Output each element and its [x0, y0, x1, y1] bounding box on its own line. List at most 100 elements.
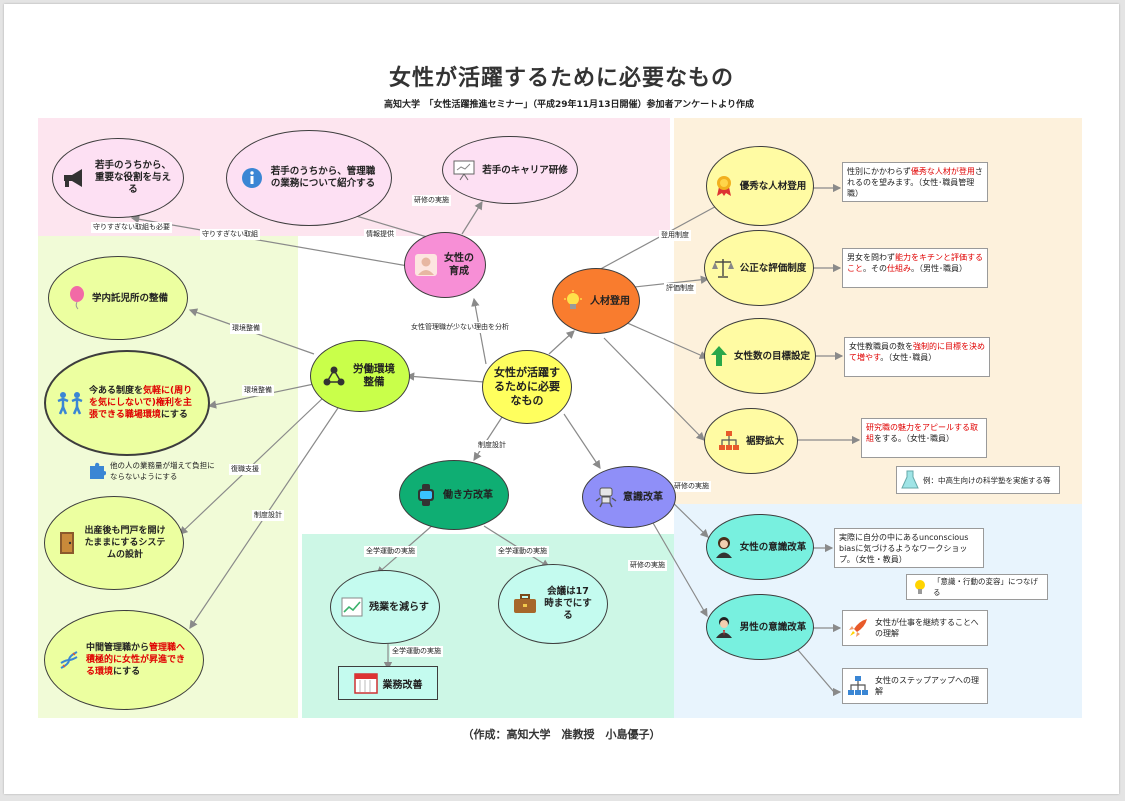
balloon-icon: [69, 286, 84, 310]
edge-label: 全学運動の実施: [390, 646, 443, 657]
edge-label: 登用制度: [659, 230, 691, 241]
woman-icon: [715, 537, 732, 558]
info-icon: [242, 168, 262, 188]
edge-label: 全学運動の実施: [496, 546, 549, 557]
dansei-comment-box-1: 女性が仕事を継続することへの理解: [842, 610, 988, 646]
man-icon: [715, 617, 732, 638]
calendar-icon: [353, 673, 378, 694]
node-hatarakikata[interactable]: 働き方改革: [399, 460, 509, 530]
kosei-comment-a: 男女を問わず: [847, 253, 895, 262]
node-kaigi[interactable]: 会議は17時までにする: [498, 564, 608, 644]
node-jinzai[interactable]: 人材登用: [552, 268, 640, 334]
page-subtitle: 高知大学 「女性活躍推進セミナー」（平成29年11月13日開催）参加者アンケート…: [383, 100, 755, 110]
line-ishiki-dansei: [648, 515, 708, 618]
node-kosei[interactable]: 公正な評価制度: [704, 230, 814, 306]
node-gyomu-label: 業務改善: [382, 679, 423, 691]
node-wakate-kanrishoku[interactable]: 若手のうちから、管理職の業務について紹介する: [226, 130, 392, 226]
kagaku-note-box: 例：中高生向けの科学塾を実施する等: [896, 466, 1060, 494]
node-kenri-label: 今ある制度を気軽に(周りを気にしないで)権利を主張できる職場環境にする: [89, 385, 197, 421]
kosei-comment-e: 。（男性･職員）: [911, 264, 967, 273]
node-kenri[interactable]: 今ある制度を気軽に(周りを気にしないで)権利を主張できる職場環境にする: [44, 350, 210, 456]
edge-label: 評価制度: [664, 283, 696, 294]
smartwatch-icon: [418, 484, 434, 506]
node-josei-ishiki[interactable]: 女性の意識改革: [706, 514, 814, 580]
kenri-text-a: 今ある制度を: [89, 386, 144, 396]
chukan-text-a: 中間管理職から: [86, 643, 150, 653]
shiya-comment-box: 研究職の魅力をアピールする取組をする。（女性･職員）: [861, 418, 987, 458]
node-shussan[interactable]: 出産後も門戸を開けたままにするシステムの設計: [44, 496, 184, 590]
edge-label: 全学運動の実施: [364, 546, 417, 557]
ishiki-kodo-note-box: 「意識・行動の変容」につなげる: [906, 574, 1048, 600]
edge-label: 環境整備: [242, 385, 274, 396]
node-wakate-yakuwari-label: 若手のうちから、重要な役割を与える: [94, 160, 171, 195]
flask-icon: [901, 470, 919, 489]
edge-label: 情報提供: [364, 229, 396, 240]
node-roudou[interactable]: 労働環境整備: [310, 340, 410, 412]
edge-label: 研修の実施: [672, 481, 711, 492]
node-shiya[interactable]: 裾野拡大: [704, 408, 798, 474]
edge-label: 研修の実施: [412, 195, 451, 206]
org-chart-icon: [848, 676, 868, 695]
node-gyomu[interactable]: 業務改善: [338, 666, 438, 700]
line-center-roudou: [405, 372, 485, 383]
edge-label: 守りすぎない取組も必要: [91, 222, 172, 233]
yushu-comment-a: 性別にかかわらず: [847, 167, 911, 176]
chart-icon: [341, 597, 363, 617]
josei-comment: 実際に自分の中にあるunconscious biasに気づけるようなワークショッ…: [839, 533, 969, 564]
node-josei-mokuhyo-label: 女性数の目標設定: [733, 350, 810, 362]
megaphone-icon: [64, 169, 82, 187]
shiya-comment-b: をする。（女性･職員）: [874, 434, 954, 443]
node-zangyo-label: 残業を減らす: [369, 601, 429, 613]
node-dansei-ishiki[interactable]: 男性の意識改革: [706, 594, 814, 660]
edge-label: 守りすぎない取組: [200, 229, 260, 240]
kosei-comment-box: 男女を問わず能力をキチンと評価すること。その仕組み。（男性･職員）: [842, 248, 988, 288]
line-ikusei-yakuwari: [130, 215, 409, 267]
dansei-comment-box-2: 女性のステップアップへの理解: [842, 668, 988, 704]
node-takujisho[interactable]: 学内託児所の整備: [48, 256, 188, 340]
node-takujisho-label: 学内託児所の整備: [91, 292, 168, 304]
node-roudou-label: 労働環境整備: [353, 363, 395, 388]
node-ishiki-label: 意識改革: [623, 491, 663, 503]
node-wakate-career-label: 若手のキャリア研修: [482, 164, 568, 176]
dna-icon: [60, 651, 78, 669]
line-dansei-box2: [797, 649, 842, 697]
node-center[interactable]: 女性が活躍するために必要なもの: [482, 350, 572, 424]
award-icon: [716, 176, 731, 196]
kagaku-note: 例：中高生向けの科学塾を実施する等: [923, 475, 1051, 485]
edge-label: 女性管理職が少ない理由を分析: [409, 322, 511, 333]
node-josei-ishiki-label: 女性の意識改革: [739, 541, 807, 553]
node-josei-mokuhyo[interactable]: 女性数の目標設定: [704, 318, 816, 394]
person-icon: [415, 254, 437, 276]
kenri-text-c: できる職場環境: [98, 410, 161, 420]
people-icon: [57, 392, 83, 415]
node-wakate-yakuwari[interactable]: 若手のうちから、重要な役割を与える: [52, 138, 184, 218]
yushu-comment-box: 性別にかかわらず優秀な人材が登用されるのを望みます。（女性･職員管理職）: [842, 162, 988, 202]
line-jinzai-mokuhyo: [615, 317, 709, 359]
node-shiya-label: 裾野拡大: [745, 435, 784, 447]
node-yushu[interactable]: 優秀な人材登用: [706, 146, 814, 226]
node-hatarakikata-label: 働き方改革: [443, 489, 493, 501]
chukan-text-c: にする: [113, 667, 141, 677]
line-center-hatarakikata: [473, 413, 505, 462]
line-ikusei-career: [461, 200, 483, 235]
node-yushu-label: 優秀な人材登用: [739, 180, 807, 192]
node-wakate-career[interactable]: 若手のキャリア研修: [442, 136, 578, 204]
puzzle-icon: [90, 462, 106, 479]
dansei-comment-1: 女性が仕事を継続することへの理解: [875, 618, 979, 638]
line-jinzai-yushu: [583, 202, 724, 279]
yushu-comment-b: 優秀な人材が登用: [910, 167, 975, 176]
kenri-text-d: にする: [160, 410, 188, 420]
node-ikusei-label: 女性の育成: [444, 253, 474, 277]
network-icon: [323, 366, 345, 386]
org-chart-icon: [718, 431, 739, 450]
edge-label: 研修の実施: [628, 560, 667, 571]
node-chukan[interactable]: 中間管理職から管理職へ積極的に女性が昇進できる環境にする: [44, 610, 204, 710]
kosei-comment-b: 能力をキチンと評価すること: [847, 253, 983, 273]
shiya-comment-a: 研究職の魅力をアピールする取組: [866, 423, 978, 443]
connector-lines: [130, 183, 861, 697]
node-zangyo[interactable]: 残業を減らす: [330, 570, 440, 644]
node-ikusei[interactable]: 女性の育成: [404, 232, 486, 298]
mokuhyo-comment-box: 女性教職員の数を強制的に目標を決めて増やす。（女性･職員）: [844, 337, 990, 377]
node-ishiki[interactable]: 意識改革: [582, 466, 676, 528]
edge-label: 環境整備: [230, 323, 262, 334]
